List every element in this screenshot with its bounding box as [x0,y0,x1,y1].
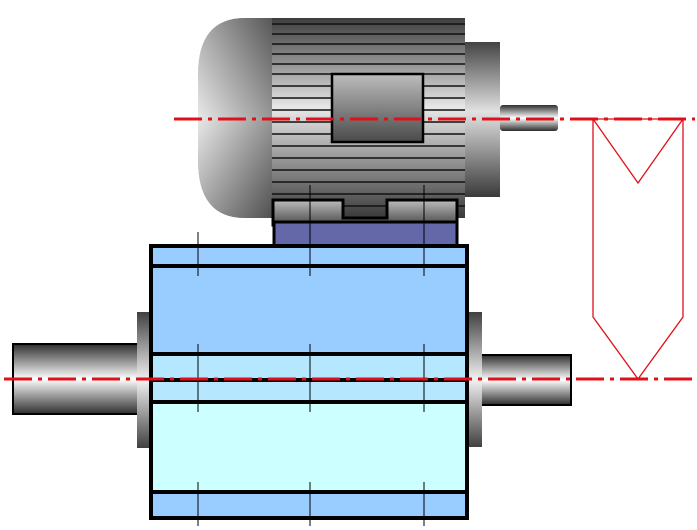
motor-cooling-fins [272,23,465,207]
electric-motor-icon [198,18,500,227]
housing-bottom-band [151,492,467,516]
motor-terminal-box [330,72,425,144]
adapter-plate-icon [272,220,459,248]
alignment-offset-marker-icon [592,118,684,381]
housing-right-flange [465,312,482,447]
gear-housing-icon [149,185,469,526]
input-shaft-icon [12,343,142,415]
